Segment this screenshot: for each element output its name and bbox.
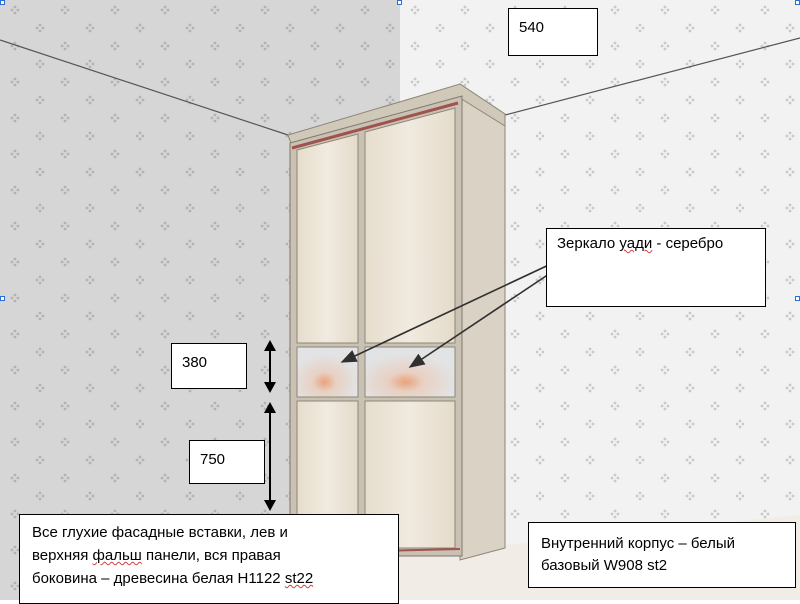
dimension-value: 750 [200,451,226,468]
dimension-arrow-380-head-bottom [264,382,276,393]
dimension-label-380[interactable]: 380 [171,343,247,389]
facade-line-2-suffix: панели, вся правая [141,547,281,564]
mirror-callout[interactable]: Зеркало уади - серебро [546,228,766,307]
dimension-value: 540 [519,19,545,36]
mirror-text-misspelled: уади [619,235,653,252]
mirror-pointer-left [340,261,556,363]
selection-handle[interactable] [0,0,5,5]
facade-line-3: боковина – древесина белая H1122 st22 [32,567,398,590]
dimension-arrow-380-head-top [264,340,276,351]
right-door-mirror [364,346,456,398]
dimension-label-540[interactable]: 540 [508,8,598,56]
dimension-arrow-750-head-top [264,402,276,413]
left-door-mirror [296,346,359,398]
ceiling-line-right [504,37,800,116]
mirror-text-suffix: - серебро [652,235,724,252]
facade-line-3-misspelled: st22 [284,570,314,587]
facade-line-2: верхняя фальш панели, вся правая [32,544,398,567]
top-rail-accent [291,101,459,150]
selection-handle[interactable] [795,296,800,301]
dimension-arrow-750-head-bottom [264,500,276,511]
inner-body-callout[interactable]: Внутренний корпус – белый базовый W908 s… [528,522,796,588]
inner-body-line-2: базовый W908 st2 [541,557,668,574]
selection-handle[interactable] [397,0,402,5]
facade-callout[interactable]: Все глухие фасадные вставки, лев и верхн… [19,514,399,604]
facade-line-2-prefix: верхняя [32,547,93,564]
mirror-text-prefix: Зеркало [557,235,620,252]
facade-line-3-prefix: боковина – древесина белая H1122 [32,570,285,587]
right-door-upper-panel [364,107,456,344]
facade-line-2-misspelled: фальш [92,547,142,564]
selection-handle[interactable] [795,0,800,5]
right-door-lower-panel [364,400,456,549]
selection-handle[interactable] [0,296,5,301]
inner-body-line-1: Внутренний корпус – белый [541,535,736,552]
left-door-upper-panel [296,133,359,344]
dimension-label-750[interactable]: 750 [189,440,265,484]
facade-line-1: Все глухие фасадные вставки, лев и [32,524,288,541]
mirror-callout-text: Зеркало уади - серебро [557,235,765,252]
wardrobe-side-panel [459,83,506,561]
mirror-pointer-right [408,269,556,368]
dimension-value: 380 [182,354,208,371]
ceiling-line-left [0,39,289,136]
